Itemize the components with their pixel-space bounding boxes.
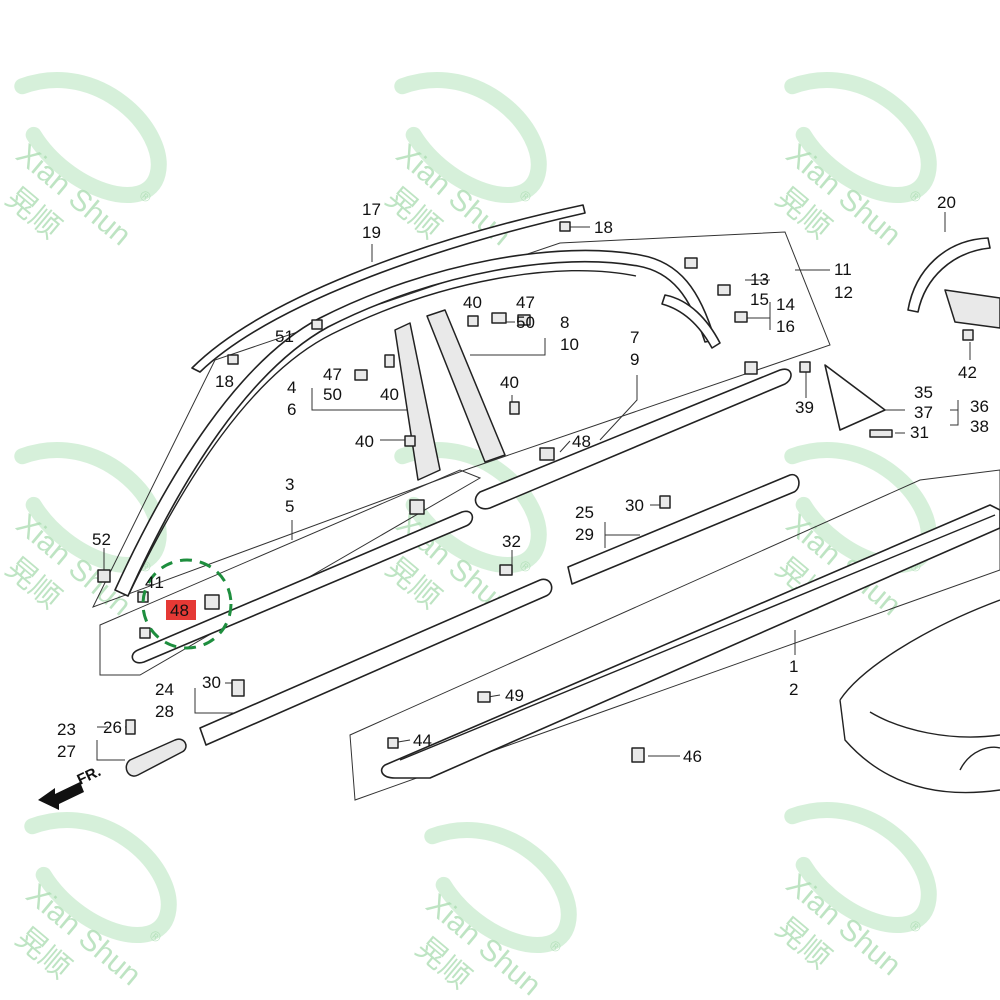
- rear-door-protector: [567, 473, 800, 585]
- front-direction-arrow: [38, 782, 84, 810]
- callout-4: 4: [287, 378, 296, 397]
- callout-32: 32: [502, 532, 521, 551]
- watermark-3: Xian Shun 晃顺 ®: [769, 72, 937, 252]
- pillar-garnish-rear: [426, 309, 506, 463]
- callout-18: 18: [215, 372, 234, 391]
- front-direction-label: FR.: [75, 763, 104, 789]
- callout-46: 46: [683, 747, 702, 766]
- callout-50: 50: [323, 385, 342, 404]
- callout-29: 29: [575, 525, 594, 544]
- callout-35: 35: [914, 383, 933, 402]
- door-sash-inner: [129, 269, 637, 593]
- callout-37: 37: [914, 403, 933, 422]
- watermark-9: Xian Shun 晃顺 ®: [769, 802, 937, 982]
- front-belt-molding: [131, 510, 474, 664]
- side-sill-inner: [399, 514, 996, 761]
- vehicle-outline: [839, 599, 1000, 794]
- watermark-8: Xian Shun 晃顺 ®: [409, 822, 577, 1000]
- callout-49: 49: [505, 686, 524, 705]
- callout-30: 30: [202, 673, 221, 692]
- callout-14: 14: [776, 295, 795, 314]
- callout-13: 13: [750, 270, 769, 289]
- callout-2: 2: [789, 680, 798, 699]
- callout-40: 40: [380, 385, 399, 404]
- callout-44: 44: [413, 731, 432, 750]
- quarter-window: [824, 364, 886, 431]
- callout-40: 40: [500, 373, 519, 392]
- callout-48: 48: [572, 432, 591, 451]
- callout-19: 19: [362, 223, 381, 242]
- callout-9: 9: [630, 350, 639, 369]
- callout-16: 16: [776, 317, 795, 336]
- callout-1: 1: [789, 657, 798, 676]
- callout-8: 8: [560, 313, 569, 332]
- watermark-layer: Xian Shun 晃顺 ® Xian Shun 晃顺 ® Xian Shun …: [0, 72, 937, 1000]
- callout-3: 3: [285, 475, 294, 494]
- callout-39: 39: [795, 398, 814, 417]
- callout-labels: 17 19 18 18 11 12 13 15 14 16 20 42 40 4…: [57, 193, 989, 789]
- callout-36: 36: [970, 397, 989, 416]
- callout-40: 40: [463, 293, 482, 312]
- highlight-circle: [141, 558, 233, 650]
- callout-51: 51: [275, 327, 294, 346]
- callout-23: 23: [57, 720, 76, 739]
- clips: [97, 221, 974, 763]
- callout-47: 47: [516, 293, 535, 312]
- callout-47: 47: [323, 365, 342, 384]
- callout-15: 15: [750, 290, 769, 309]
- callout-18: 18: [594, 218, 613, 237]
- callout-48-highlighted: 48: [170, 601, 189, 620]
- callout-25: 25: [575, 503, 594, 522]
- callout-27: 27: [57, 742, 76, 761]
- roof-molding: [191, 204, 586, 373]
- callout-6: 6: [287, 400, 296, 419]
- front-door-protector: [199, 578, 553, 746]
- callout-12: 12: [834, 283, 853, 302]
- rear-bumper-bracket: [944, 289, 1000, 329]
- callout-7: 7: [630, 328, 639, 347]
- side-sill-garnish: [380, 504, 1000, 779]
- callout-28: 28: [155, 702, 174, 721]
- callout-52: 52: [92, 530, 111, 549]
- watermark-1: Xian Shun 晃顺 ®: [0, 72, 167, 252]
- callout-24: 24: [155, 680, 174, 699]
- callout-10: 10: [560, 335, 579, 354]
- fender-protector: [125, 738, 187, 777]
- callout-41: 41: [145, 573, 164, 592]
- callout-40: 40: [355, 432, 374, 451]
- callout-50: 50: [516, 313, 535, 332]
- callout-26: 26: [103, 718, 122, 737]
- callout-20: 20: [937, 193, 956, 212]
- callout-5: 5: [285, 497, 294, 516]
- parts: [38, 204, 1000, 810]
- callout-30: 30: [625, 496, 644, 515]
- callout-31: 31: [910, 423, 929, 442]
- watermark-7: Xian Shun 晃顺 ®: [9, 812, 177, 992]
- callout-42: 42: [958, 363, 977, 382]
- highlight-box: [166, 600, 196, 620]
- rear-frame-molding: [661, 294, 721, 349]
- callout-38: 38: [970, 417, 989, 436]
- pillar-garnish-front: [394, 322, 441, 481]
- rear-belt-molding: [474, 368, 792, 510]
- fender-arch-molding: [907, 237, 991, 313]
- callout-17: 17: [362, 200, 381, 219]
- callout-11: 11: [834, 260, 852, 279]
